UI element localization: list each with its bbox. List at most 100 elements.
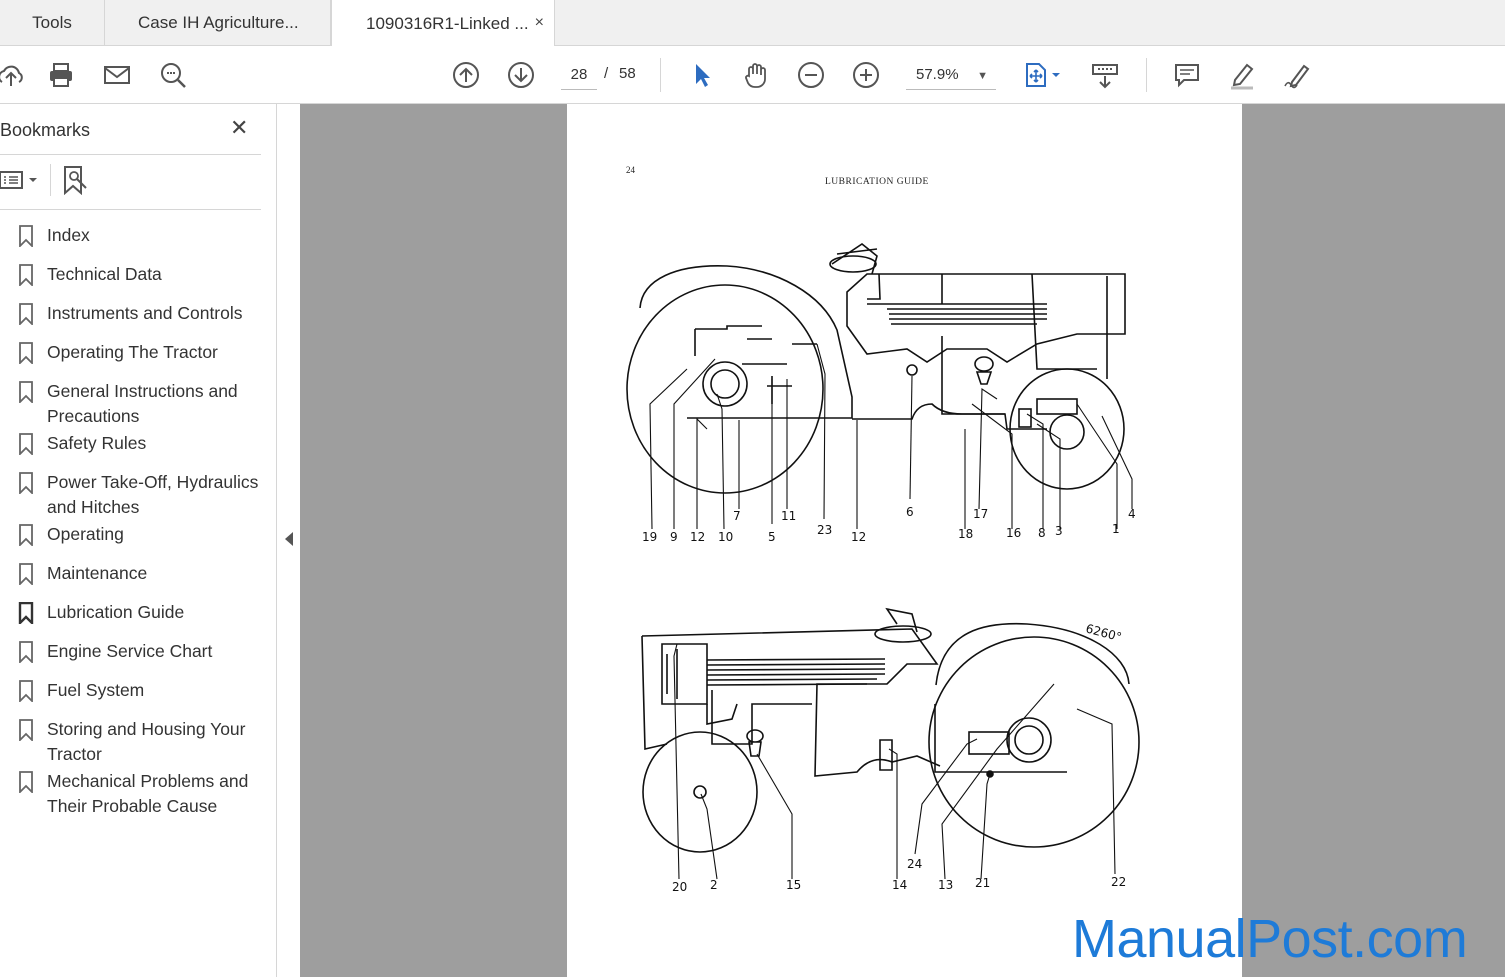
callout-label: 16 <box>1006 526 1021 540</box>
bookmark-icon <box>19 433 33 455</box>
close-tab-icon[interactable]: × <box>534 14 544 31</box>
tab-bar: Tools Case IH Agriculture... 1090316R1-L… <box>0 0 1505 47</box>
bookmark-icon <box>19 303 33 325</box>
bookmark-item[interactable]: Engine Service Chart <box>0 637 270 676</box>
callout-label: 23 <box>817 523 832 537</box>
zoom-select[interactable]: 57.9% ▼ <box>906 62 996 90</box>
callout-label: 7 <box>733 509 741 523</box>
callout-label: 17 <box>973 507 988 521</box>
bookmark-label: General Instructions and Precautions <box>47 381 238 426</box>
bookmark-item[interactable]: Lubrication Guide <box>0 598 270 637</box>
callout-label: 4 <box>1128 507 1136 521</box>
bookmark-label: Power Take-Off, Hydraulics and Hitches <box>47 472 259 517</box>
callout-label: 12 <box>851 530 866 544</box>
callout-label: 9 <box>670 530 678 544</box>
select-cursor-icon[interactable] <box>684 58 718 92</box>
callout-label: 1 <box>1112 522 1120 536</box>
bookmark-icon <box>18 602 34 624</box>
tab-document-1[interactable]: Case IH Agriculture... <box>106 0 331 46</box>
callout-label: 10 <box>718 530 733 544</box>
bookmark-item[interactable]: Power Take-Off, Hydraulics and Hitches <box>0 468 270 520</box>
bookmark-icon <box>19 771 33 793</box>
fit-page-icon[interactable] <box>1019 58 1053 92</box>
bookmark-item[interactable]: Safety Rules <box>0 429 270 468</box>
bookmark-icon <box>19 641 33 663</box>
callout-label: 19 <box>642 530 657 544</box>
zoom-in-icon[interactable] <box>849 58 883 92</box>
bookmark-item[interactable]: Operating <box>0 520 270 559</box>
bookmark-item[interactable]: Instruments and Controls <box>0 299 270 338</box>
fit-page-dropdown-icon[interactable] <box>1047 58 1065 92</box>
callout-label: 18 <box>958 527 973 541</box>
callout-label: 24 <box>907 857 922 871</box>
print-icon[interactable] <box>44 58 78 92</box>
bookmark-icon <box>19 719 33 741</box>
callout-label: 12 <box>690 530 705 544</box>
tab-document-1-label: Case IH Agriculture... <box>138 13 299 32</box>
page-separator: / <box>604 65 609 82</box>
bookmark-item[interactable]: Technical Data <box>0 260 270 299</box>
tab-tools[interactable]: Tools <box>0 0 105 46</box>
callout-label: 22 <box>1111 875 1126 889</box>
highlight-pen-icon[interactable] <box>1225 58 1259 92</box>
scroll-mode-icon[interactable] <box>1088 58 1122 92</box>
page-heading: LUBRICATION GUIDE <box>825 177 929 187</box>
bookmark-options-button[interactable] <box>0 166 40 194</box>
bookmark-item[interactable]: Fuel System <box>0 676 270 715</box>
bookmark-item[interactable]: General Instructions and Precautions <box>0 377 270 429</box>
callout-label: 20 <box>672 880 687 894</box>
tab-document-2-label: 1090316R1-Linked ... <box>366 13 529 33</box>
toolbar-divider <box>660 58 661 92</box>
zoom-out-icon[interactable] <box>794 58 828 92</box>
email-icon[interactable] <box>100 58 134 92</box>
toolbar-divider <box>1146 58 1147 92</box>
bookmark-label: Maintenance <box>47 563 148 583</box>
bookmark-label: Instruments and Controls <box>47 303 243 323</box>
previous-page-icon[interactable] <box>449 58 483 92</box>
hand-tool-icon[interactable] <box>739 58 773 92</box>
bookmark-search-icon <box>64 166 87 195</box>
toolbar: 28 / 58 57.9% ▼ <box>0 46 1505 104</box>
callout-label: 6 <box>906 505 914 519</box>
callout-label: 3 <box>1055 524 1063 538</box>
bookmark-label: Technical Data <box>47 264 162 284</box>
close-panel-icon[interactable]: ✕ <box>230 115 249 140</box>
current-page-input[interactable]: 28 <box>561 62 597 90</box>
bookmark-item[interactable]: Mechanical Problems and Their Probable C… <box>0 767 270 819</box>
bookmark-label: Safety Rules <box>47 433 147 453</box>
panel-divider <box>0 154 261 155</box>
diagram-stamp: 6260° <box>1084 621 1123 644</box>
zoom-value: 57.9% <box>916 66 959 83</box>
total-pages: 58 <box>619 65 636 82</box>
callout-label: 14 <box>892 878 907 892</box>
collapse-panel-icon[interactable] <box>285 532 293 546</box>
bookmark-item[interactable]: Index <box>0 221 270 260</box>
bookmark-icon <box>19 524 33 546</box>
bookmark-label: Operating The Tractor <box>47 342 218 362</box>
next-page-icon[interactable] <box>504 58 538 92</box>
bookmark-icon <box>19 680 33 702</box>
callout-label: 21 <box>975 876 990 890</box>
chevron-down-icon: ▼ <box>977 70 988 82</box>
panel-title: Bookmarks <box>0 120 91 140</box>
bookmark-item[interactable]: Maintenance <box>0 559 270 598</box>
search-zoom-icon[interactable] <box>156 58 190 92</box>
upload-cloud-icon[interactable] <box>0 58 28 92</box>
bookmark-label: Operating <box>47 524 124 544</box>
callout-label: 2 <box>710 878 718 892</box>
bookmark-label: Fuel System <box>47 680 145 700</box>
add-bookmark-button[interactable] <box>62 166 90 195</box>
tab-document-2[interactable]: 1090316R1-Linked ... × <box>331 0 555 47</box>
sign-pen-icon[interactable] <box>1280 58 1314 92</box>
comment-icon[interactable] <box>1170 58 1204 92</box>
panel-tool-divider <box>50 164 51 196</box>
bookmark-icon <box>19 563 33 585</box>
callout-label: 13 <box>938 878 953 892</box>
bookmark-item[interactable]: Operating The Tractor <box>0 338 270 377</box>
bookmark-icon <box>19 225 33 247</box>
bookmark-item[interactable]: Storing and Housing Your Tractor <box>0 715 270 767</box>
callout-label: 15 <box>786 878 801 892</box>
